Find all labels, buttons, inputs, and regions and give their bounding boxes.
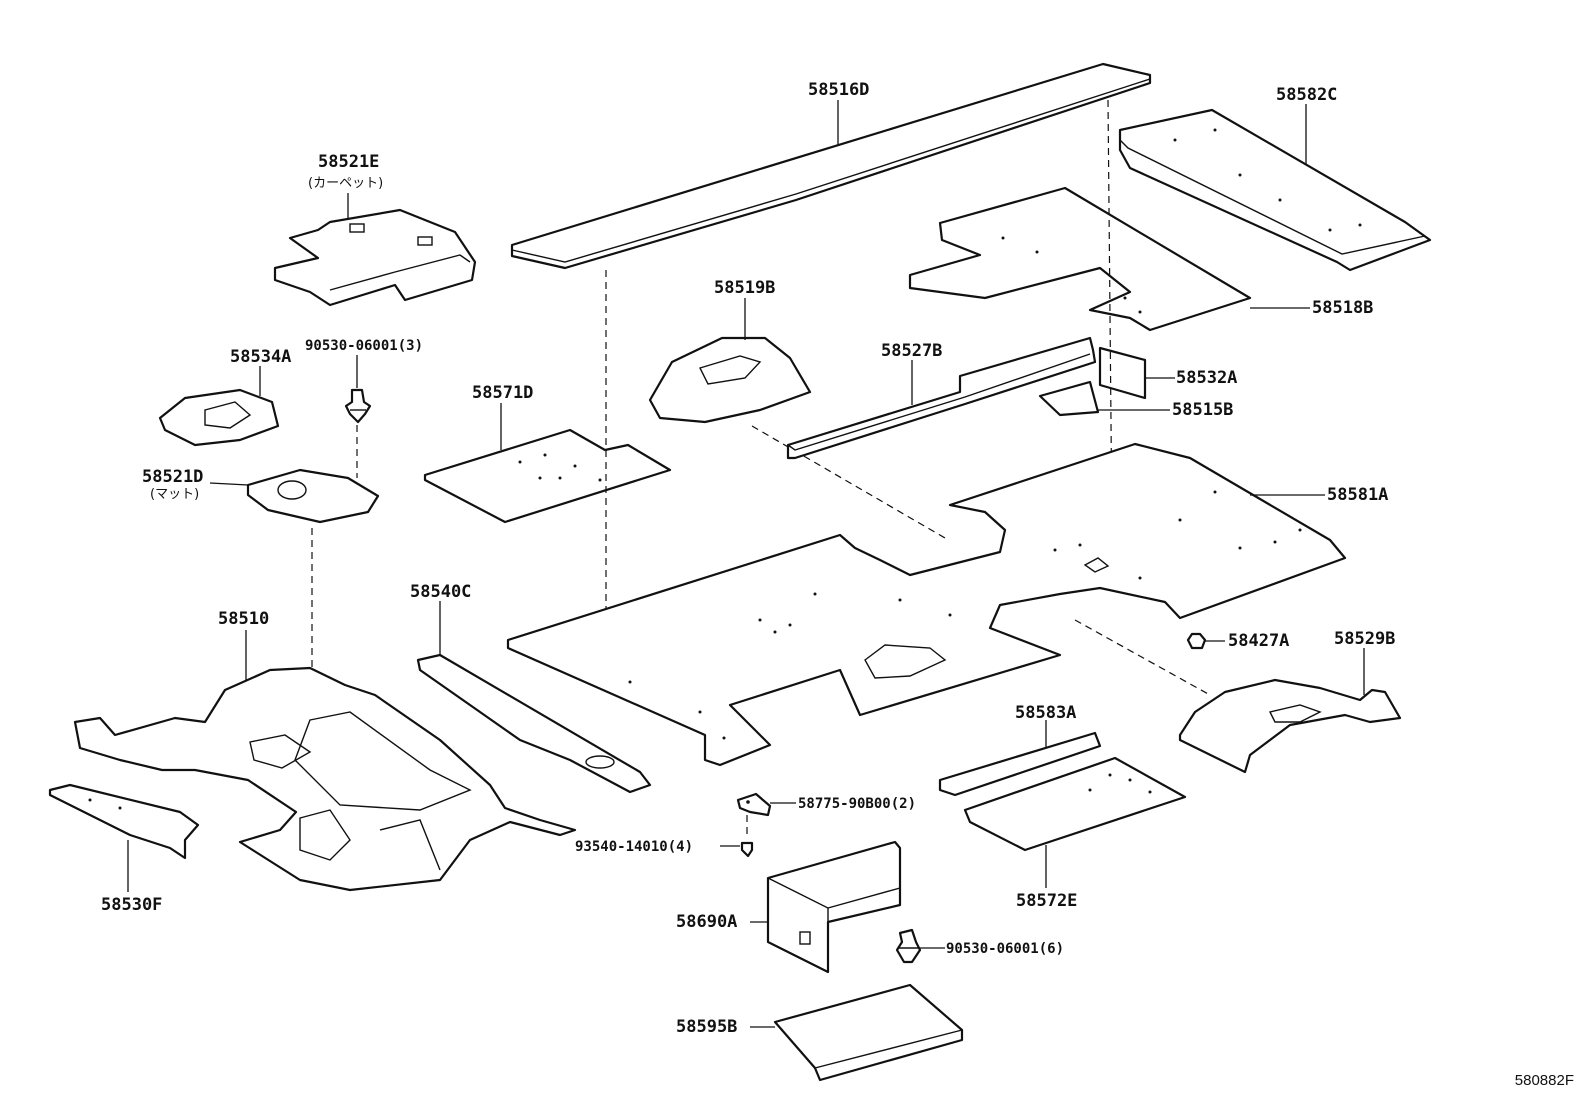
part-58532A	[1098, 346, 1147, 400]
part-58595B	[773, 983, 964, 1082]
part-58582C	[1118, 108, 1432, 272]
label-58427A: 58427A	[1228, 631, 1289, 651]
label-58534A: 58534A	[230, 347, 291, 367]
part-58571D	[423, 428, 672, 524]
label-58530F: 58530F	[101, 895, 162, 915]
part-58581A	[506, 442, 1347, 767]
label-58510: 58510	[218, 609, 269, 629]
part-58583A	[938, 731, 1102, 797]
label-58515B: 58515B	[1172, 400, 1233, 420]
label-58521E: 58521E	[318, 152, 379, 172]
label-58516D: 58516D	[808, 80, 869, 100]
part-58515B	[1038, 380, 1100, 417]
label-58518B: 58518B	[1312, 298, 1373, 318]
label-58521D-note: (マット)	[150, 487, 199, 502]
label-58519B: 58519B	[714, 278, 775, 298]
diagram-code: 580882F	[1514, 1072, 1574, 1089]
part-58518B	[908, 186, 1252, 332]
label-58581A: 58581A	[1327, 485, 1388, 505]
label-93540: 93540-14010(4)	[575, 839, 693, 855]
label-58521D: 58521D	[142, 467, 203, 487]
part-58690A	[766, 840, 902, 974]
part-58427A	[1186, 632, 1207, 650]
label-58572E: 58572E	[1016, 891, 1077, 911]
label-58583A: 58583A	[1015, 703, 1076, 723]
label-58582C: 58582C	[1276, 85, 1337, 105]
part-58529B	[1178, 678, 1402, 774]
part-58530F	[48, 783, 200, 860]
part-58516D	[510, 62, 1152, 270]
label-58527B: 58527B	[881, 341, 942, 361]
label-58571D: 58571D	[472, 383, 533, 403]
part-58519B	[648, 336, 812, 424]
part-58540C	[416, 653, 652, 794]
label-58540C: 58540C	[410, 582, 471, 602]
part-58510	[73, 666, 577, 892]
part-58572E	[963, 756, 1187, 852]
label-90530-6: 90530-06001(6)	[946, 941, 1064, 957]
label-58521E-note: (カーペット)	[308, 176, 383, 191]
clip-90530-3	[344, 388, 372, 424]
label-58595B: 58595B	[676, 1017, 737, 1037]
part-93540	[740, 841, 754, 858]
part-58521E	[273, 208, 477, 307]
part-58527B	[786, 336, 1097, 460]
part-58775	[736, 792, 772, 817]
label-58775: 58775-90B00(2)	[798, 796, 916, 812]
label-58532A: 58532A	[1176, 368, 1237, 388]
clip-90530-6	[895, 928, 922, 964]
label-90530-3: 90530-06001(3)	[305, 338, 423, 354]
label-58529B: 58529B	[1334, 629, 1395, 649]
part-58521D	[246, 468, 380, 524]
part-58534A	[158, 388, 280, 447]
label-58690A: 58690A	[676, 912, 737, 932]
